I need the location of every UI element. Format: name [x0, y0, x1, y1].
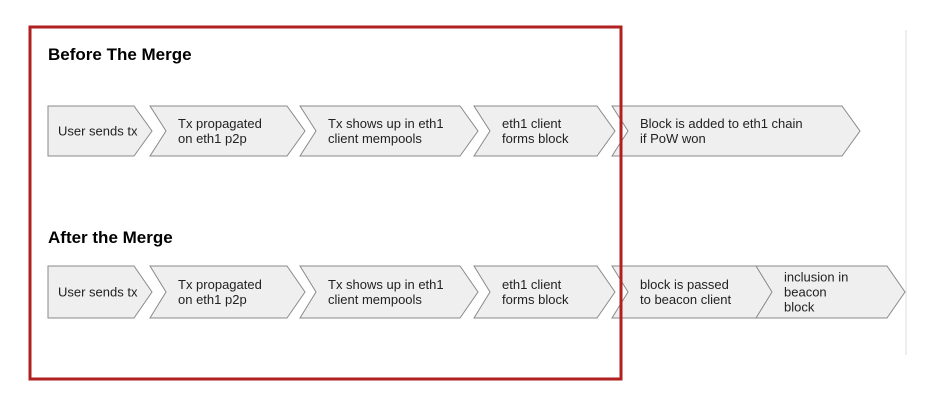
after-step-3-label-line: client mempools: [328, 292, 422, 307]
after-step-3-shape: [299, 265, 479, 319]
highlight-box: [28, 25, 623, 381]
after-step-3-label-line: Tx shows up in eth1: [328, 277, 444, 292]
after-step-6-label-line: block: [784, 300, 815, 315]
after-merge-title: After the Merge: [48, 228, 173, 247]
before-step-5-label-line: Block is added to eth1 chain: [640, 116, 803, 131]
after-step-4-shape: [473, 265, 616, 319]
after-step-2-shape: [149, 265, 306, 319]
before-step-4-label-line: eth1 client: [502, 116, 562, 131]
after-step-1-shape: [47, 265, 153, 319]
after-step-4-label-line: forms block: [502, 292, 569, 307]
after-step-2-label-line: Tx propagated: [178, 277, 262, 292]
after-step-6-shape: [755, 265, 906, 319]
before-step-3-label-line: client mempools: [328, 131, 422, 146]
after-step-2-label-line: on eth1 p2p: [178, 292, 247, 307]
after-step-5-label-line: to beacon client: [640, 292, 731, 307]
before-step-3-shape: [299, 105, 479, 157]
before-step-4-label-line: forms block: [502, 131, 569, 146]
after-step-1-label-line: User sends tx: [58, 285, 138, 300]
before-step-5-label-line: if PoW won: [640, 131, 706, 146]
before-step-2-label-line: on eth1 p2p: [178, 131, 247, 146]
before-step-2-label-line: Tx propagated: [178, 116, 262, 131]
before-merge-title: Before The Merge: [48, 45, 192, 64]
before-step-4-shape: [473, 105, 616, 157]
after-step-5-label-line: block is passed: [640, 277, 729, 292]
after-step-6-label-line: inclusion in: [784, 270, 848, 285]
after-step-6-label-line: beacon: [784, 285, 827, 300]
before-step-2-shape: [149, 105, 306, 157]
before-step-1-label-line: User sends tx: [58, 124, 138, 139]
before-step-5-shape: [611, 105, 861, 157]
before-step-1-shape: [47, 105, 153, 157]
after-step-4-label-line: eth1 client: [502, 277, 562, 292]
before-step-3-label-line: Tx shows up in eth1: [328, 116, 444, 131]
